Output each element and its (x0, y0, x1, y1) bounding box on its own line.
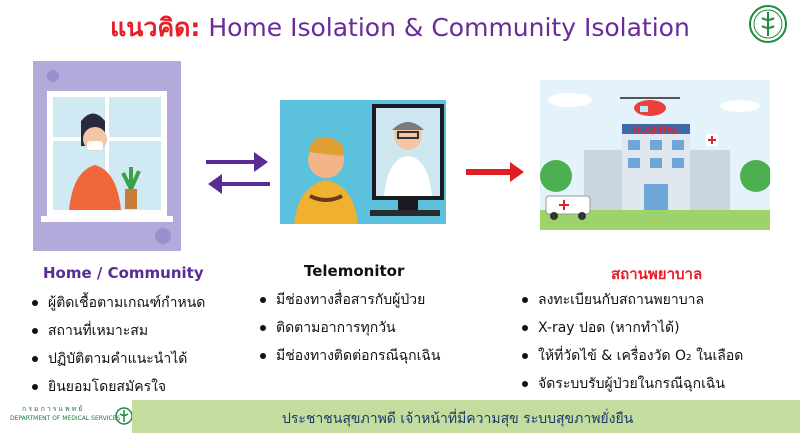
telemonitor-bullet-list: มีช่องทางสื่อสารกับผู้ป่วย ติดตามอาการทุ… (258, 286, 440, 370)
list-item: ผู้ติดเชื้อตามเกณฑ์กำหนด (30, 289, 205, 317)
list-item: ให้ที่วัดไข้ & เครื่องวัด O₂ ในเลือด (520, 342, 743, 370)
department-logo-icon (115, 407, 132, 425)
hospital-bullet-list: ลงทะเบียนกับสถานพยาบาล X-ray ปอด (หากทำไ… (520, 286, 743, 398)
red-arrow-icon (466, 162, 524, 182)
column-title-hospital: สถานพยาบาล (611, 265, 703, 283)
ministry-logo-icon (749, 5, 787, 43)
telemonitor-illustration (280, 100, 446, 224)
title-prefix: แนวคิด: (110, 13, 201, 42)
list-item: มีช่องทางติดต่อกรณีฉุกเฉิน (258, 342, 440, 370)
column-title-telemonitor: Telemonitor (304, 262, 405, 280)
list-item: จัดระบบรับผู้ป่วยในกรณีฉุกเฉิน (520, 370, 743, 398)
list-item: มีช่องทางสื่อสารกับผู้ป่วย (258, 286, 440, 314)
footer-band (132, 400, 800, 433)
title-main: Home Isolation & Community Isolation (208, 13, 690, 42)
column-title-home: Home / Community (43, 264, 204, 282)
list-item: ติดตามอาการทุกวัน (258, 314, 440, 342)
department-name-th: กรมการแพทย์ (22, 405, 85, 413)
home-bullet-list: ผู้ติดเชื้อตามเกณฑ์กำหนด สถานที่เหมาะสม … (30, 289, 205, 401)
footer-slogan: ประชาชนสุขภาพดี เจ้าหน้าที่มีความสุข ระบ… (282, 411, 634, 427)
list-item: ปฏิบัติตามคำแนะนำได้ (30, 345, 205, 373)
home-illustration (33, 61, 181, 251)
department-name-en: DEPARTMENT OF MEDICAL SERVICES (10, 415, 121, 422)
list-item: ลงทะเบียนกับสถานพยาบาล (520, 286, 743, 314)
list-item: X-ray ปอด (หากทำได้) (520, 314, 743, 342)
exchange-arrows-icon (206, 152, 270, 194)
list-item: สถานที่เหมาะสม (30, 317, 205, 345)
hospital-sign: HOSPITAL (634, 125, 679, 135)
list-item: ยินยอมโดยสมัครใจ (30, 373, 205, 401)
hospital-illustration: HOSPITAL (540, 80, 770, 230)
slide-title: แนวคิด: Home Isolation & Community Isola… (0, 8, 800, 48)
